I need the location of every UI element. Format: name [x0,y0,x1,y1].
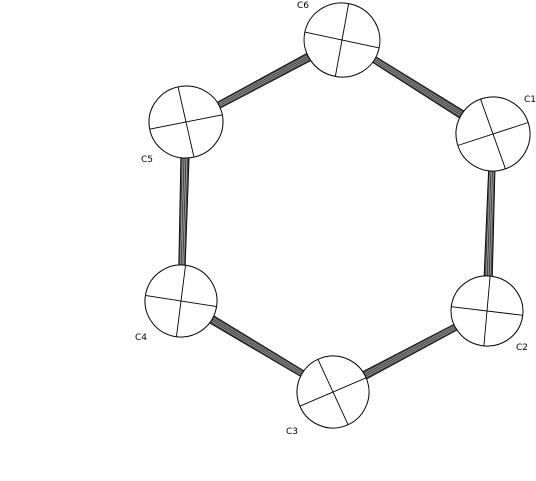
bond-c2-c3 [357,321,463,383]
atom-label-c5: C5 [141,155,153,165]
atom-label-c6: C6 [297,1,309,11]
bond-c1-c2 [483,164,496,283]
bond-c5-c6 [211,50,317,112]
atom-c6 [303,2,381,78]
atom-c2 [450,275,524,347]
atom-c4 [144,264,218,338]
atom-c3 [296,355,370,429]
labels-layer: C1 C2 C3 C4 C5 C6 [135,1,536,437]
bonds-layer [178,50,496,383]
bond-c3-c4 [204,312,310,380]
atoms-layer [144,2,531,429]
atom-c5 [148,85,224,159]
atom-c1 [455,96,531,172]
atom-label-c2: C2 [516,343,528,353]
bond-c6-c1 [366,53,470,122]
bond-c4-c5 [178,151,190,272]
atom-label-c4: C4 [135,333,147,343]
atom-label-c1: C1 [524,95,536,105]
atom-label-c3: C3 [286,427,298,437]
